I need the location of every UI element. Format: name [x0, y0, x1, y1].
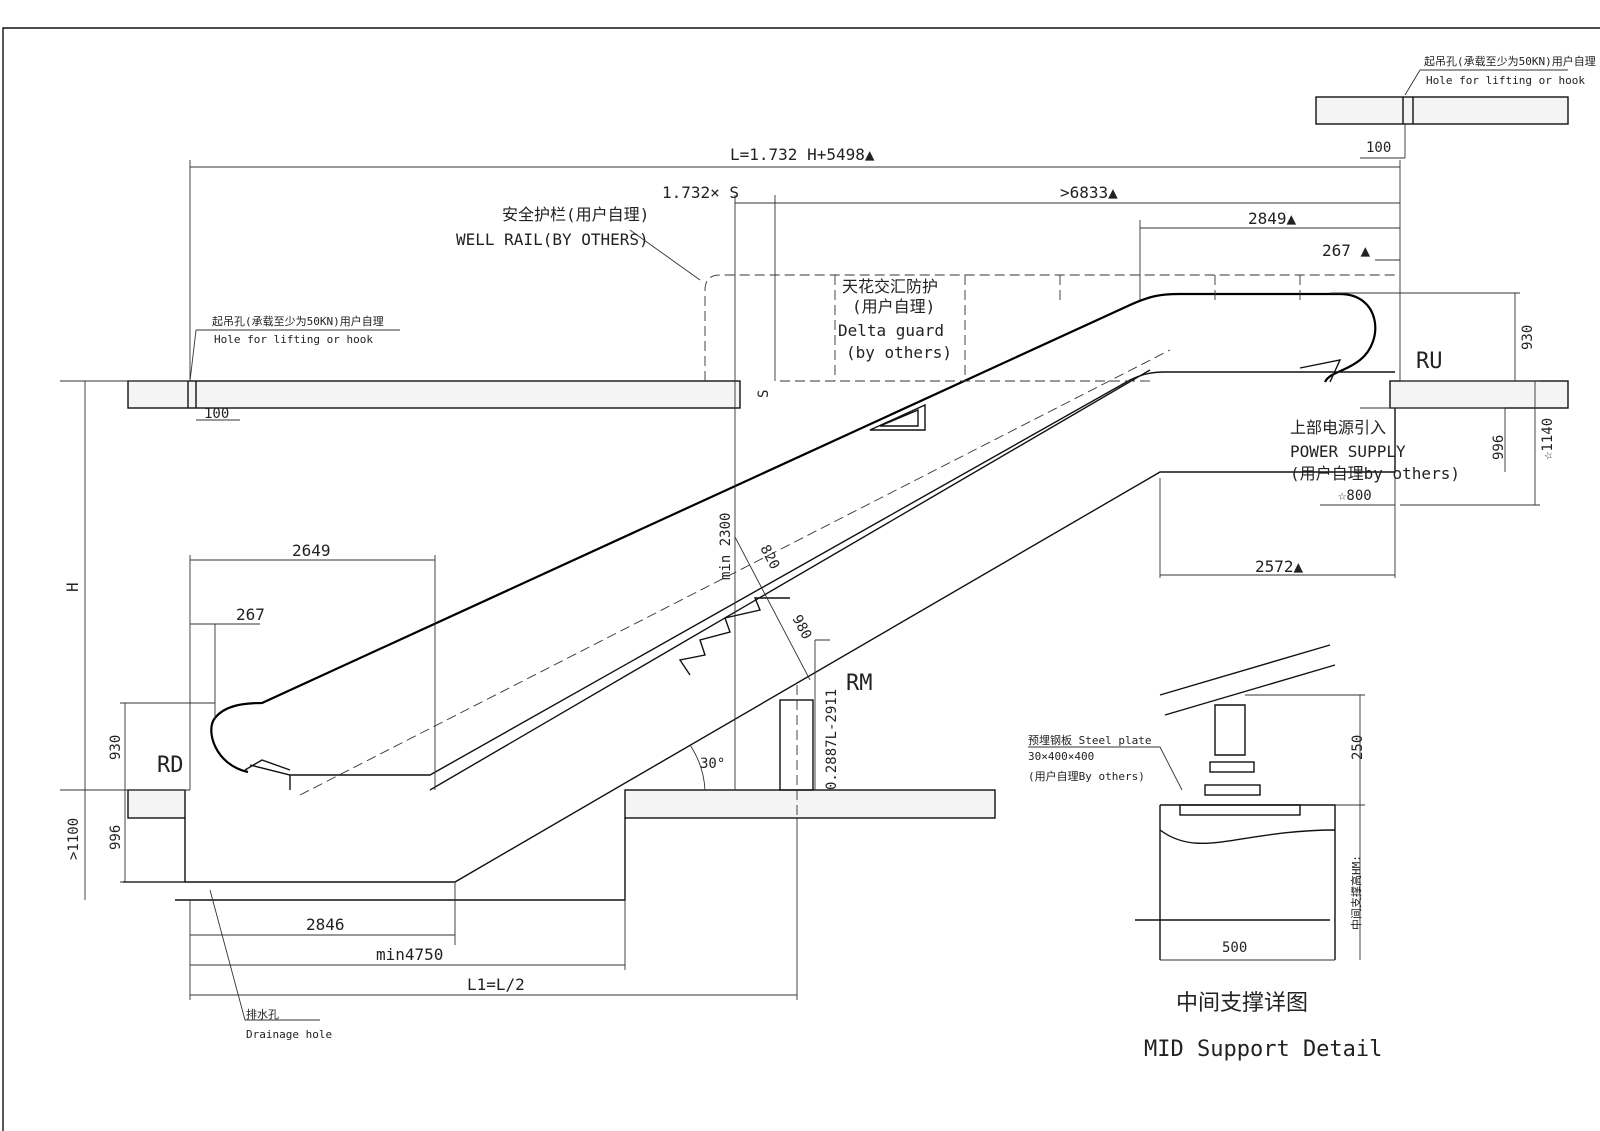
hole-cn-label: 起吊孔(承载至少为50KN)用户自理: [212, 314, 384, 328]
dim-l1: L1=L/2: [467, 975, 525, 994]
mid-support-detail: 预埋钢板 Steel plate 30×400×400 (用户自理By othe…: [1028, 644, 1382, 1062]
dim-930-low: 930: [108, 735, 124, 760]
overall-length-label: L=1.732 H+5498▲: [730, 145, 875, 164]
dim-996-low: 996: [108, 825, 124, 850]
well-rail-en-label: WELL RAIL(BY OTHERS): [456, 230, 649, 249]
dim-820: 820: [756, 542, 782, 572]
hole-dim-right-label: 100: [1366, 140, 1391, 156]
angle-label: 30°: [700, 756, 725, 772]
upper-length-label: 1.732× S: [662, 183, 739, 202]
dim-996-top: 996: [1491, 435, 1507, 460]
well-rail: [704, 274, 1400, 431]
dim-800: ☆800: [1338, 488, 1372, 504]
upper-right-length-label: >6833▲: [1060, 183, 1118, 202]
dim-rm: 0.2887L-2911: [824, 689, 840, 790]
delta-guard-en2-label: (by others): [846, 343, 952, 362]
plate-size-label: 30×400×400: [1028, 750, 1094, 763]
drain-en-label: Drainage hole: [246, 1028, 332, 1041]
dim-s: S: [756, 390, 772, 398]
dim-2846: 2846: [306, 915, 345, 934]
delta-guard-cn2-label: (用户自理): [852, 297, 935, 316]
dim-h: H: [63, 582, 82, 592]
delta-guard-icon: [869, 403, 926, 431]
drawing-border: [2, 27, 1600, 1131]
hole-en-right-label: Hole for lifting or hook: [1426, 74, 1585, 87]
dim-2572: 2572▲: [1255, 557, 1304, 576]
upper-handrail-label: 267 ▲: [1322, 241, 1371, 260]
delta-guard-cn1-label: 天花交汇防护: [842, 277, 938, 296]
hole-en-label: Hole for lifting or hook: [214, 333, 373, 346]
power-by-label: (用户自理by others): [1290, 464, 1460, 483]
detail-title-en: MID Support Detail: [1144, 1037, 1382, 1062]
hole-cn-right-label: 起吊孔(承载至少为50KN)用户自理: [1424, 54, 1596, 68]
lower-floor-slab: [127, 789, 996, 819]
dimension-lines: [60, 69, 1568, 1021]
ru-label: RU: [1416, 349, 1443, 374]
hole-dim-label: 100: [204, 406, 229, 422]
upper-floor-slab: [127, 96, 1569, 409]
dim-hm: 中间支撑高HM:: [1349, 855, 1363, 930]
dim-980: 980: [788, 612, 814, 642]
rd-label: RD: [157, 753, 184, 778]
well-rail-cn-label: 安全护栏(用户自理): [502, 205, 649, 224]
dim-930-top: 930: [1520, 325, 1536, 350]
delta-guard-en1-label: Delta guard: [838, 321, 944, 340]
dim-500: 500: [1222, 940, 1247, 956]
dim-min4750: min4750: [376, 945, 443, 964]
power-en-label: POWER SUPPLY: [1290, 442, 1406, 461]
dim-250: 250: [1350, 735, 1366, 760]
power-cn-label: 上部电源引入: [1290, 418, 1386, 437]
detail-title-cn: 中间支撑详图: [1176, 991, 1308, 1016]
drain-cn-label: 排水孔: [246, 1007, 279, 1021]
rm-label: RM: [846, 671, 873, 696]
dim-1100: >1100: [66, 818, 82, 860]
dim-1140: ☆1140: [1540, 418, 1556, 460]
dim-min2300: min 2300: [718, 513, 734, 580]
dim-2649: 2649: [292, 541, 331, 560]
upper-landing-label: 2849▲: [1248, 209, 1297, 228]
plate-cn-label: 预埋钢板 Steel plate: [1028, 733, 1151, 747]
dim-267-low: 267: [236, 605, 265, 624]
plate-by-label: (用户自理By others): [1028, 769, 1145, 783]
dimension-labels: L=1.732 H+5498▲ 1.732× S >6833▲ 2849▲ 26…: [63, 54, 1596, 1041]
